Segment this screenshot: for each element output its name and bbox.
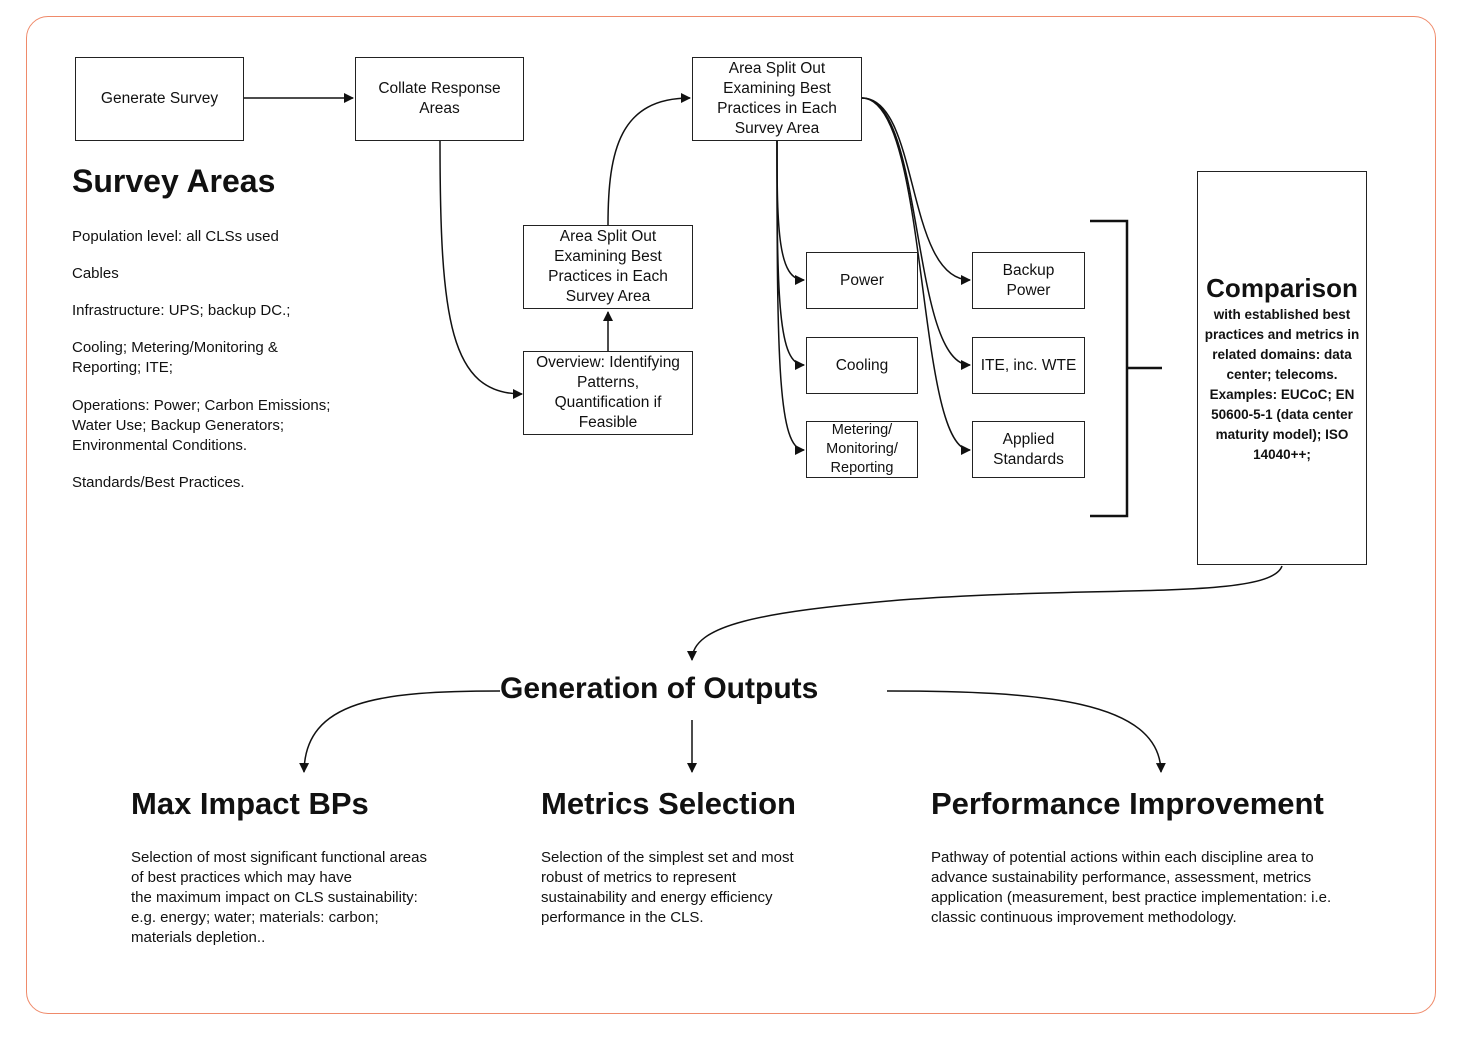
arrow-top-to-backup (861, 97, 971, 285)
cooling-label: Cooling (835, 356, 889, 374)
survey-area-item: Population level: all CLSs used (72, 228, 279, 245)
max-impact-body: Selection of most significant functional… (131, 849, 427, 946)
generation-of-outputs-title: Generation of Outputs (500, 672, 819, 705)
arrow-comparison-to-outputs (687, 565, 1283, 661)
arrow-outputs-to-max-impact (299, 690, 501, 773)
arrow-top-to-ite (861, 97, 971, 370)
diagram-frame (26, 16, 1436, 1014)
generate-survey-box[interactable]: Generate Survey (75, 57, 244, 141)
area-split-top-label: Area Split Out Examining Best Practices … (717, 60, 837, 137)
survey-area-item: Infrastructure: UPS; backup DC.; (72, 302, 291, 319)
arrow-top-to-power (776, 140, 805, 285)
arrow-area-split-to-top (607, 93, 691, 226)
comparison-body: with established best practices and metr… (1204, 307, 1360, 462)
metrics-selection-body: Selection of the simplest set and most r… (541, 849, 794, 926)
survey-area-item: Standards/Best Practices. (72, 474, 245, 491)
performance-improvement-title: Performance Improvement (931, 786, 1324, 821)
applied-standards-box[interactable]: Applied Standards (972, 421, 1085, 478)
arrow-top-to-cooling (776, 140, 805, 370)
ite-label: ITE, inc. WTE (980, 356, 1077, 374)
ite-box[interactable]: ITE, inc. WTE (972, 337, 1085, 394)
max-impact-title: Max Impact BPs (131, 786, 369, 821)
generate-survey-label: Generate Survey (100, 90, 219, 107)
comparison-title: Comparison (1206, 273, 1358, 303)
survey-areas-title: Survey Areas (72, 163, 276, 199)
comparison-box[interactable]: Comparison with established best practic… (1197, 171, 1367, 565)
arrow-collate-to-overview (439, 140, 523, 399)
survey-area-item: Cooling; Metering/Monitoring & Reporting… (72, 339, 278, 376)
survey-area-item: Operations: Power; Carbon Emissions; Wat… (72, 397, 331, 454)
area-split-mid-label: Area Split Out Examining Best Practices … (548, 228, 668, 305)
metering-box[interactable]: Metering/ Monitoring/ Reporting (806, 421, 918, 478)
performance-improvement-body: Pathway of potential actions within each… (931, 849, 1332, 926)
area-split-mid-box[interactable]: Area Split Out Examining Best Practices … (523, 225, 693, 309)
metrics-selection-title: Metrics Selection (541, 786, 796, 821)
arrow-top-to-applied (861, 97, 971, 455)
overview-label: Overview: Identifying Patterns, Quantifi… (536, 354, 680, 431)
cooling-box[interactable]: Cooling (806, 337, 918, 394)
collate-response-box[interactable]: Collate Response Areas (355, 57, 524, 141)
survey-area-item: Cables (72, 265, 119, 282)
metering-label: Metering/ Monitoring/ Reporting (826, 422, 898, 476)
applied-standards-label: Applied Standards (993, 430, 1064, 468)
arrow-top-to-metering (776, 140, 805, 455)
power-box[interactable]: Power (806, 252, 918, 309)
area-split-top-box[interactable]: Area Split Out Examining Best Practices … (692, 57, 862, 141)
collate-response-label: Collate Response Areas (378, 80, 501, 117)
backup-power-label: Backup Power (1002, 261, 1055, 299)
bracket (1090, 219, 1129, 518)
overview-box[interactable]: Overview: Identifying Patterns, Quantifi… (523, 351, 693, 435)
arrow-outputs-to-performance (886, 690, 1166, 773)
power-label: Power (840, 271, 884, 289)
backup-power-box[interactable]: Backup Power (972, 252, 1085, 309)
